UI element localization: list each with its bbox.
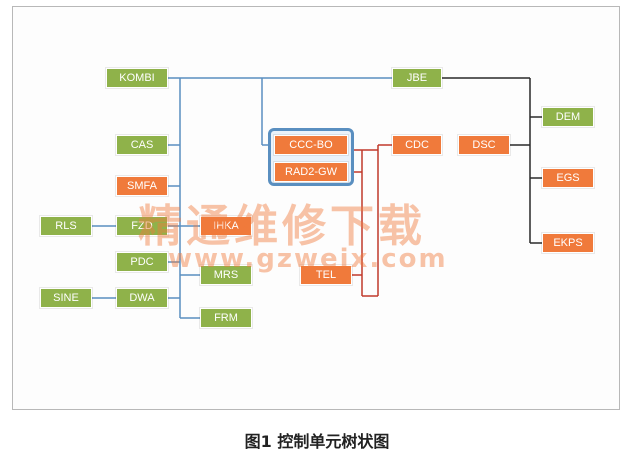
- node-sine: SINE: [40, 288, 92, 308]
- watermark-text: 精通维修下载: [138, 201, 426, 252]
- node-dwa: DWA: [116, 288, 168, 308]
- node-rad2-gw: RAD2-GW: [274, 162, 348, 182]
- watermark-url: www.gzweix.com: [168, 244, 448, 274]
- node-ccc-bo: CCC-BO: [274, 135, 348, 155]
- node-dsc: DSC: [458, 135, 510, 155]
- ptcan-bus-lines: [442, 77, 542, 244]
- node-cdc: CDC: [392, 135, 442, 155]
- node-ekps: EKPS: [542, 233, 594, 253]
- node-jbe: JBE: [392, 68, 442, 88]
- kcan-bus-lines: [92, 77, 392, 319]
- node-smfa: SMFA: [116, 176, 168, 196]
- node-pdc: PDC: [116, 252, 168, 272]
- node-ihka: IHKA: [200, 216, 252, 236]
- figure-caption: 图1 控制单元树状图: [244, 432, 390, 451]
- node-fzd: FZD: [116, 216, 168, 236]
- node-kombi: KOMBI: [106, 68, 168, 88]
- node-dem: DEM: [542, 107, 594, 127]
- node-rls: RLS: [40, 216, 92, 236]
- node-mrs: MRS: [200, 265, 252, 285]
- node-egs: EGS: [542, 168, 594, 188]
- node-frm: FRM: [200, 308, 252, 328]
- node-tel: TEL: [300, 265, 352, 285]
- node-cas: CAS: [116, 135, 168, 155]
